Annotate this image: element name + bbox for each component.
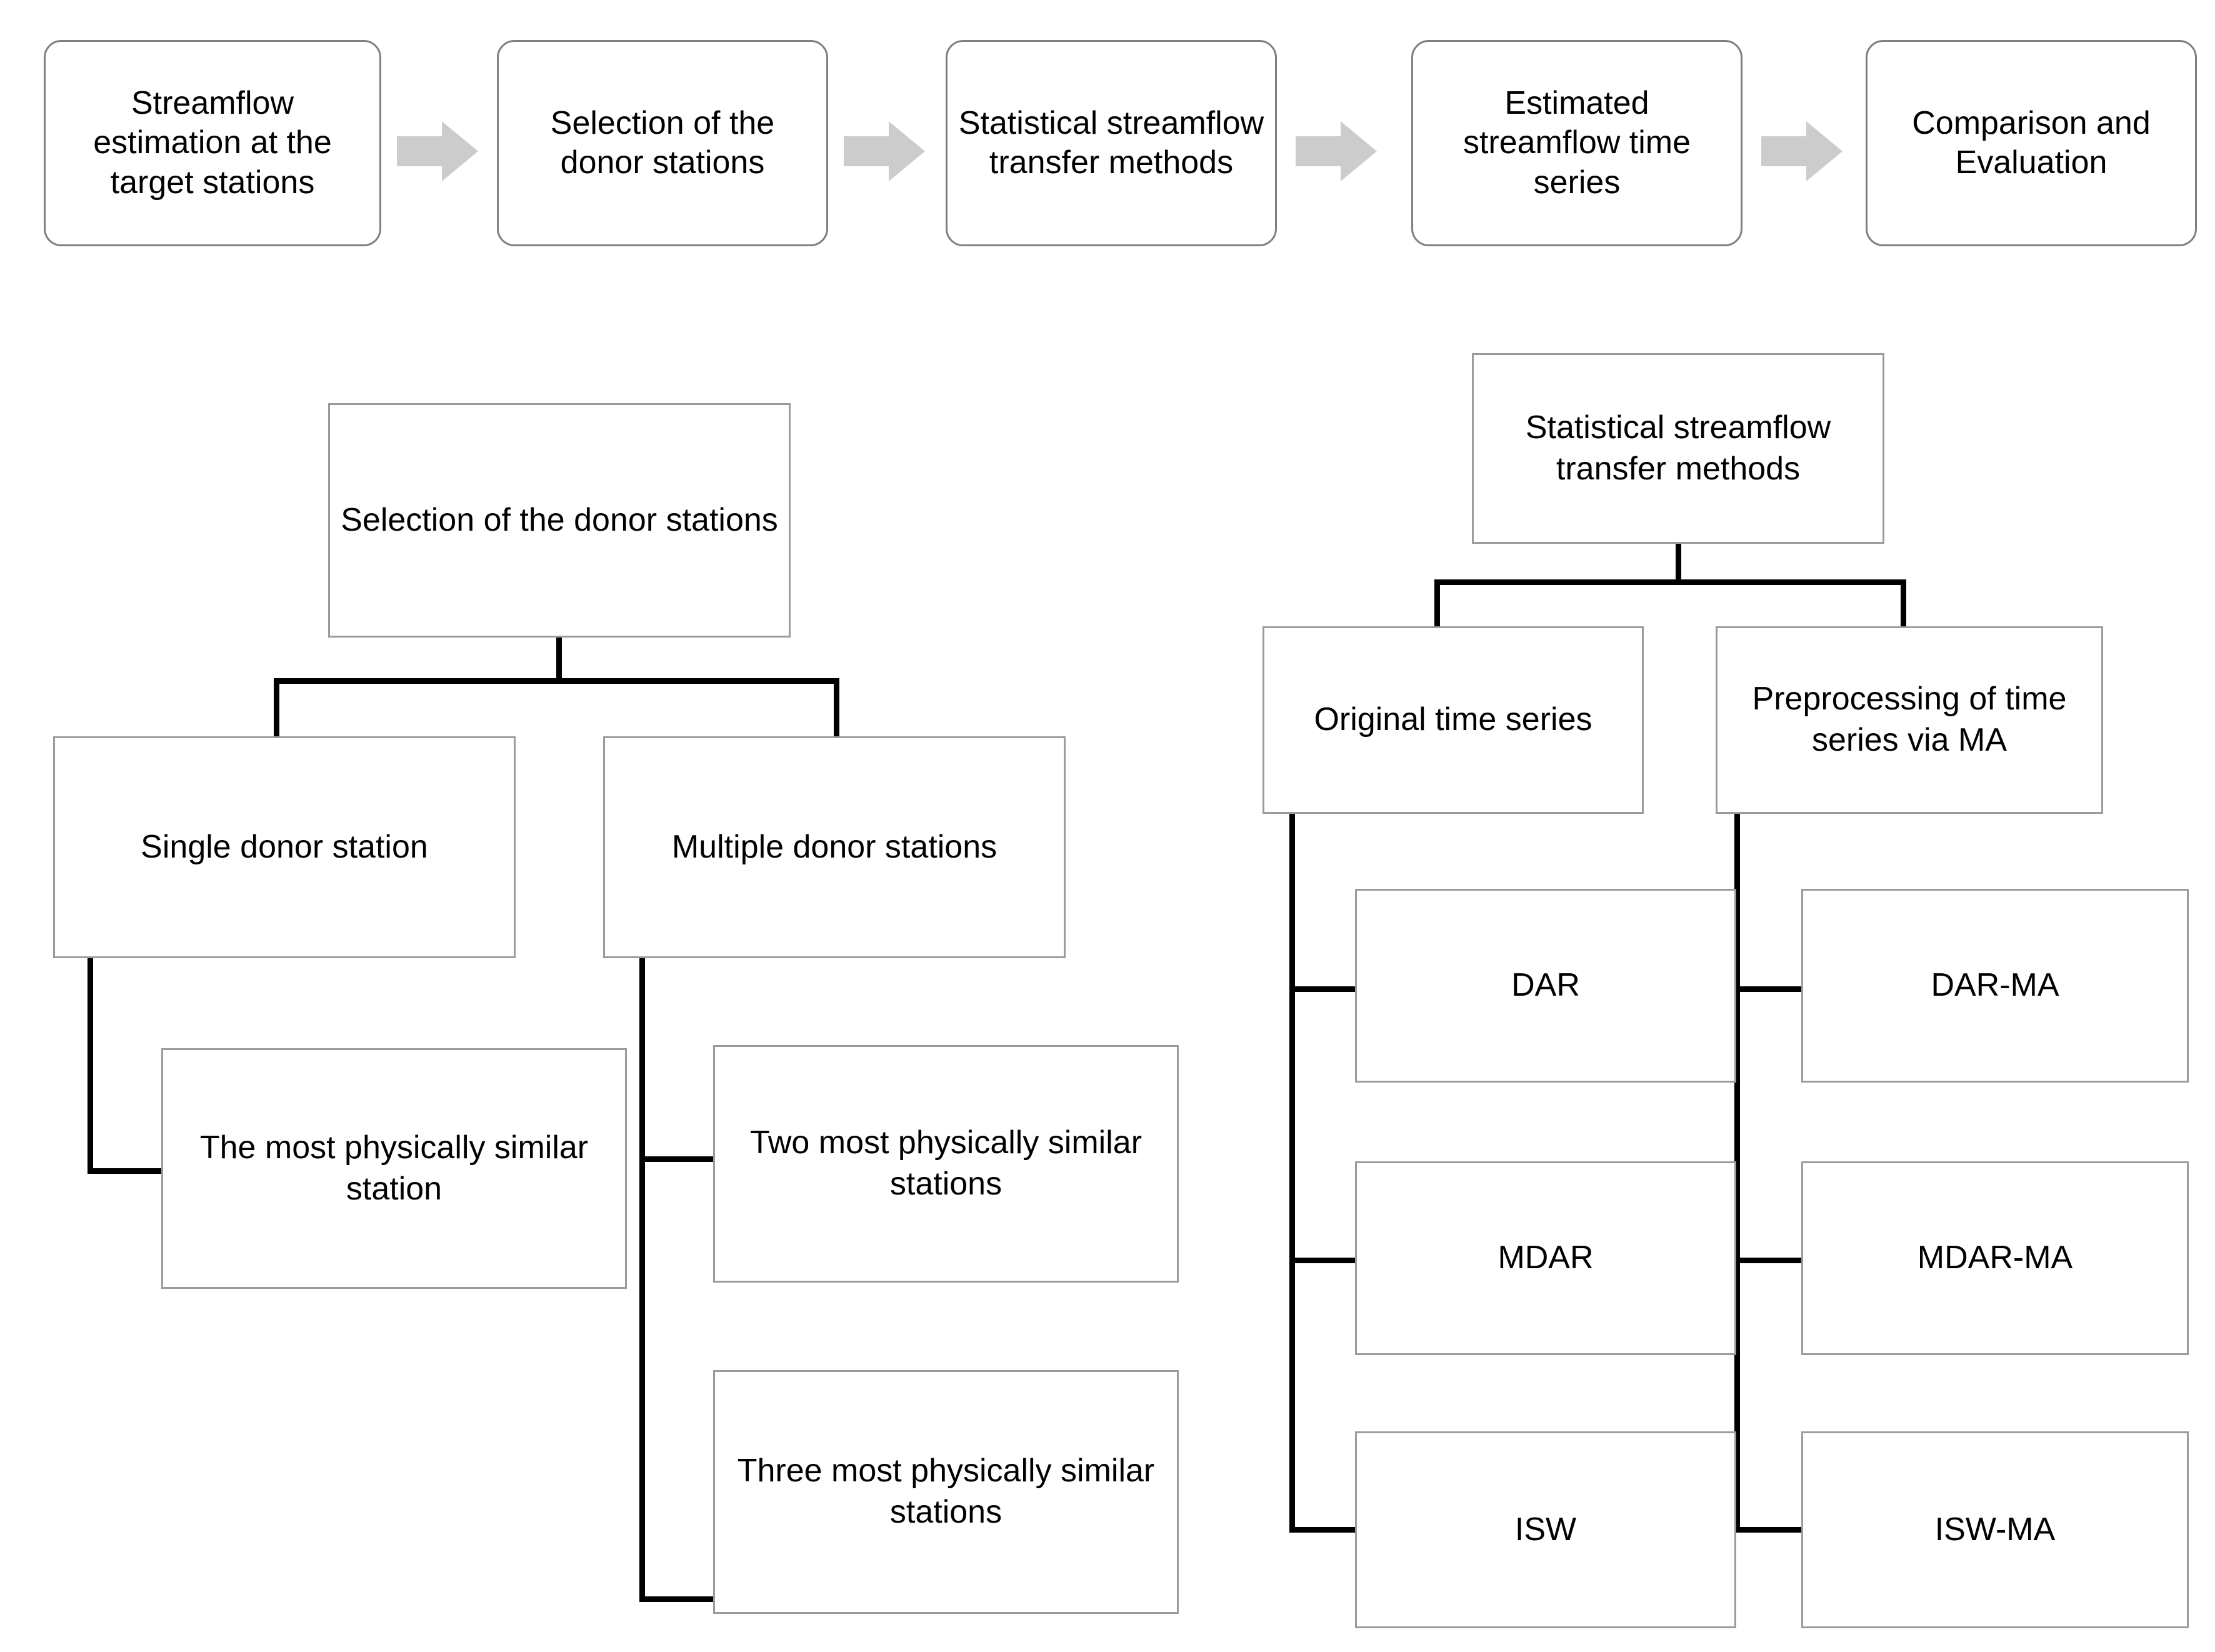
- donor-leaf-two-similar-label: Two most physically similar stations: [749, 1124, 1142, 1202]
- methods-tree-root-label: Statistical streamflow transfer methods: [1525, 409, 1831, 487]
- process-step-3-label: Statistical streamflow transfer methods: [958, 104, 1264, 181]
- process-step-2: Selection of the donor stations: [497, 40, 828, 246]
- methods-leaf-isw: ISW: [1355, 1431, 1736, 1628]
- process-step-4-label: Estimated streamflow time series: [1462, 84, 1691, 201]
- methods-leaf-isw-ma: ISW-MA: [1801, 1431, 2189, 1628]
- connector-methods-drop-left: [1434, 579, 1440, 633]
- connector-donor-root-bus: [274, 678, 839, 684]
- donor-tree-root: Selection of the donor stations: [328, 403, 791, 638]
- donor-leaf-three-similar-label: Three most physically similar stations: [737, 1453, 1155, 1530]
- methods-leaf-isw-ma-label: ISW-MA: [1934, 1511, 2056, 1548]
- connector-multiple-arm-two: [639, 1156, 718, 1162]
- process-step-1-label: Streamflow estimation at the target stat…: [93, 84, 332, 201]
- donor-leaf-three-similar: Three most physically similar stations: [713, 1370, 1179, 1614]
- process-step-3: Statistical streamflow transfer methods: [946, 40, 1277, 246]
- connector-preprocessing-arm-dar-ma: [1734, 986, 1804, 992]
- right-arrow-icon-1: [397, 119, 478, 184]
- connector-donor-drop-right: [834, 678, 839, 741]
- connector-donor-root-stem: [556, 638, 562, 681]
- methods-leaf-dar: DAR: [1355, 889, 1736, 1083]
- connector-original-spine: [1289, 814, 1295, 1533]
- donor-leaf-two-similar: Two most physically similar stations: [713, 1045, 1179, 1283]
- connector-methods-root-stem: [1676, 544, 1681, 583]
- right-arrow-icon-3: [1296, 119, 1377, 184]
- connector-preprocessing-arm-mdar-ma: [1734, 1258, 1804, 1263]
- methods-leaf-dar-label: DAR: [1511, 967, 1580, 1004]
- process-step-2-label: Selection of the donor stations: [550, 104, 775, 181]
- methods-leaf-mdar-ma-label: MDAR-MA: [1917, 1239, 2073, 1276]
- connector-single-arm: [88, 1168, 166, 1174]
- connector-preprocessing-spine: [1734, 814, 1740, 1533]
- methods-leaf-dar-ma-label: DAR-MA: [1931, 967, 2059, 1004]
- methods-leaf-isw-label: ISW: [1514, 1511, 1577, 1548]
- right-arrow-icon-4: [1761, 119, 1842, 184]
- connector-methods-drop-right: [1901, 579, 1906, 633]
- connector-preprocessing-arm-isw-ma: [1734, 1527, 1804, 1533]
- methods-branch-original: Original time series: [1262, 626, 1644, 814]
- process-step-5: Comparison and Evaluation: [1866, 40, 2197, 246]
- methods-leaf-mdar: MDAR: [1355, 1161, 1736, 1355]
- connector-donor-drop-left: [274, 678, 279, 741]
- connector-multiple-arm-three: [639, 1596, 718, 1602]
- donor-branch-single-label: Single donor station: [141, 828, 428, 865]
- methods-branch-preprocessing-label: Preprocessing of time series via MA: [1752, 681, 2067, 758]
- connector-original-arm-mdar: [1289, 1258, 1358, 1263]
- connector-original-arm-isw: [1289, 1527, 1358, 1533]
- methods-tree-root: Statistical streamflow transfer methods: [1472, 353, 1884, 544]
- process-step-5-label: Comparison and Evaluation: [1912, 104, 2151, 181]
- donor-leaf-most-similar-label: The most physically similar station: [199, 1129, 589, 1207]
- methods-leaf-mdar-label: MDAR: [1498, 1239, 1594, 1276]
- connector-original-arm-dar: [1289, 986, 1358, 992]
- methods-leaf-dar-ma: DAR-MA: [1801, 889, 2189, 1083]
- methods-branch-original-label: Original time series: [1314, 701, 1592, 738]
- process-step-4: Estimated streamflow time series: [1411, 40, 1742, 246]
- methods-branch-preprocessing: Preprocessing of time series via MA: [1716, 626, 2103, 814]
- connector-multiple-spine: [639, 958, 645, 1602]
- donor-tree-root-label: Selection of the donor stations: [341, 501, 778, 538]
- donor-branch-multiple: Multiple donor stations: [603, 736, 1066, 958]
- donor-leaf-most-similar: The most physically similar station: [161, 1048, 627, 1289]
- connector-methods-root-bus: [1434, 579, 1906, 585]
- process-step-1: Streamflow estimation at the target stat…: [44, 40, 381, 246]
- donor-branch-multiple-label: Multiple donor stations: [671, 828, 998, 865]
- methods-leaf-mdar-ma: MDAR-MA: [1801, 1161, 2189, 1355]
- donor-branch-single: Single donor station: [53, 736, 516, 958]
- right-arrow-icon-2: [844, 119, 925, 184]
- connector-single-stem: [88, 958, 93, 1174]
